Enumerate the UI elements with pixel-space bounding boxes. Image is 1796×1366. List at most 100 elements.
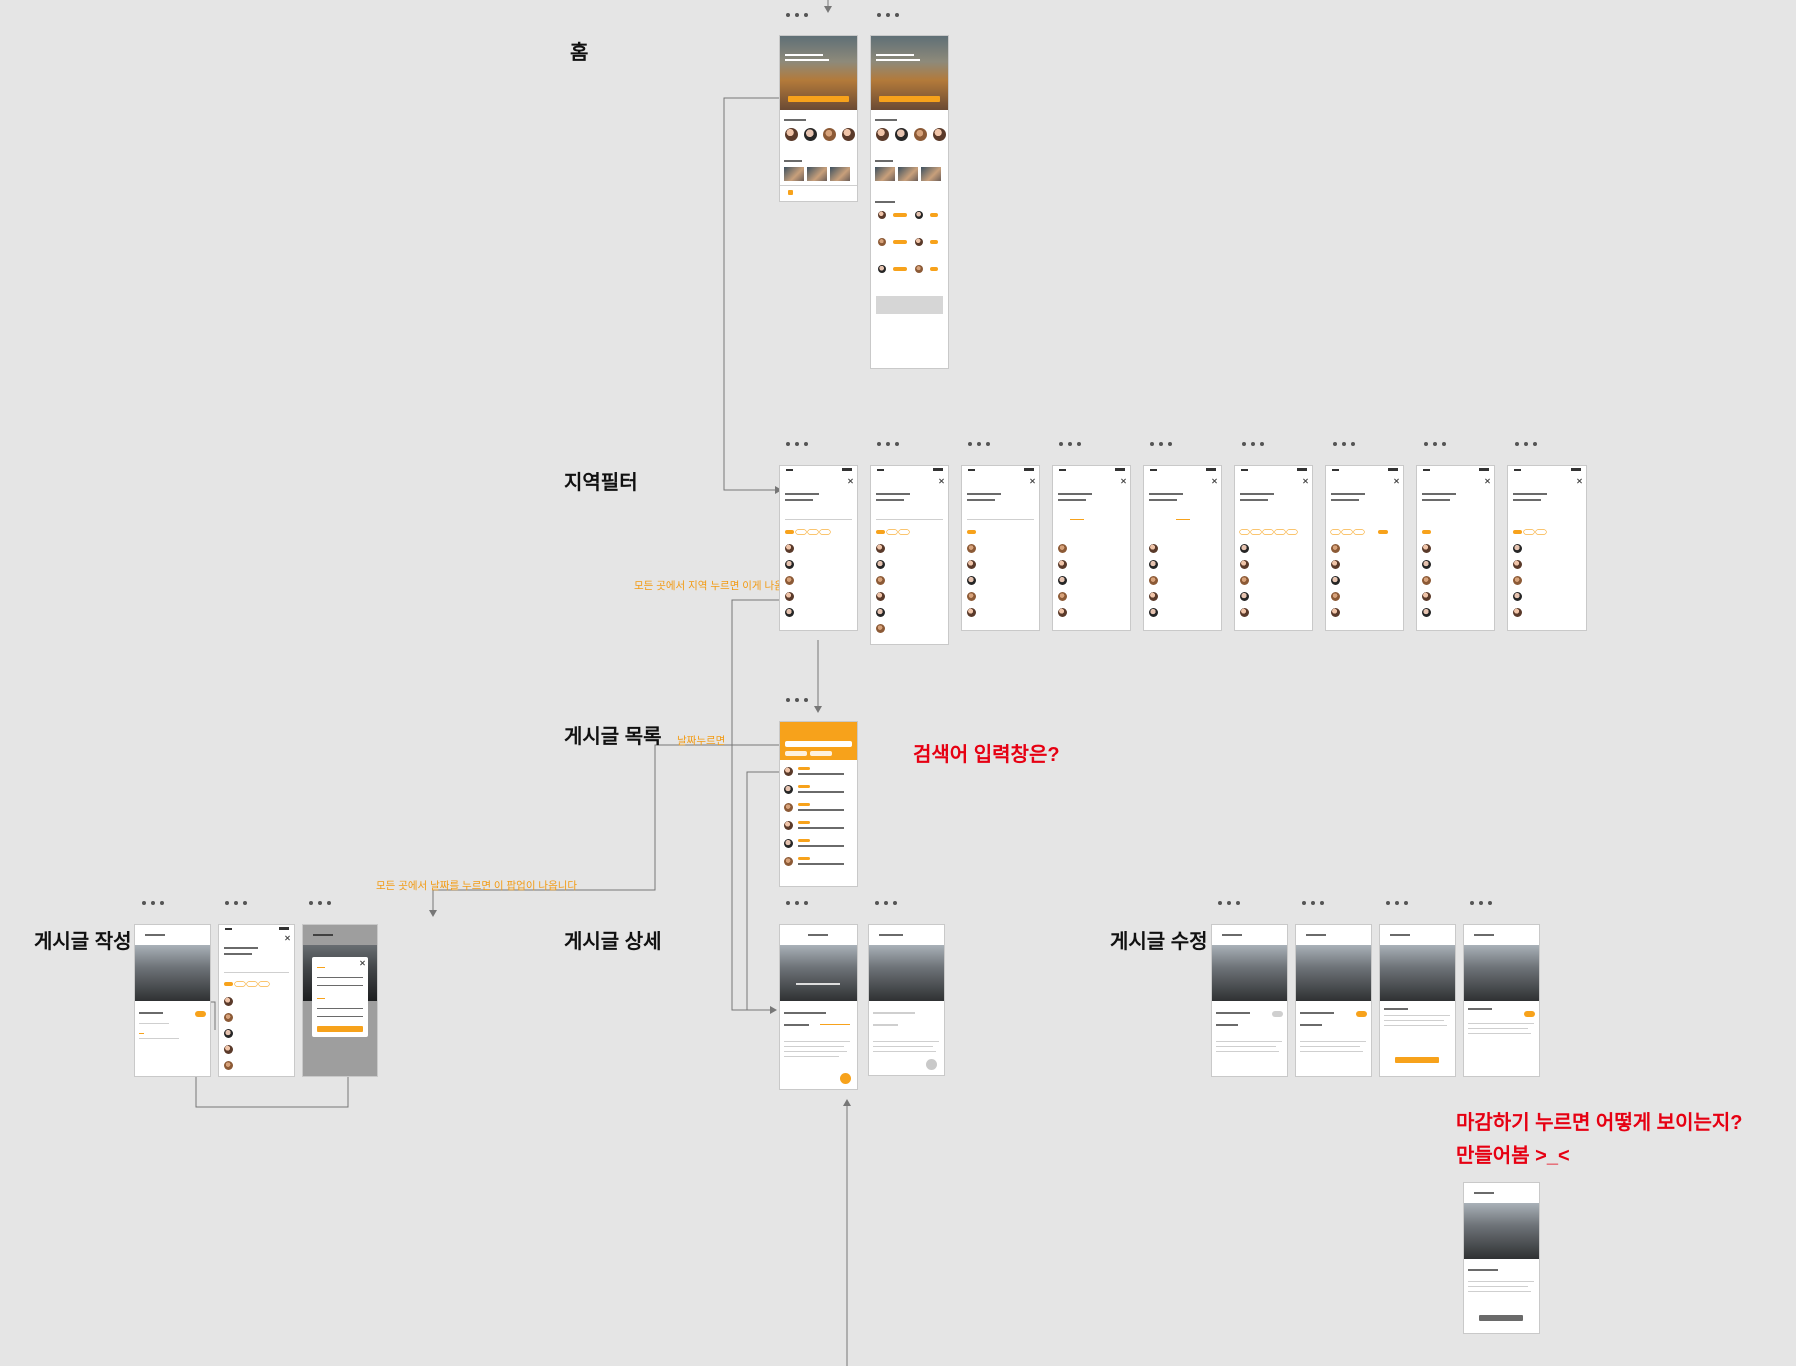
toggle-icon[interactable]: [1524, 1011, 1535, 1017]
avatar[interactable]: [804, 128, 817, 141]
section-title-post-edit: 게시글 수정: [1110, 931, 1208, 953]
region-filter-frame[interactable]: [780, 466, 857, 630]
connector-write-to-region: [210, 1001, 216, 1030]
recommended-thumb[interactable]: [807, 167, 827, 181]
close-icon[interactable]: [1484, 478, 1490, 484]
home-screen-frame[interactable]: [780, 36, 857, 201]
annotation-region: 모든 곳에서 지역 누르면 이게 나옴: [634, 580, 784, 592]
detail-hero-image: [780, 945, 857, 1001]
section-title-post-list: 게시글 목록: [564, 726, 662, 748]
close-icon[interactable]: [1029, 478, 1035, 484]
search-input[interactable]: [785, 741, 852, 747]
region-filter-frame[interactable]: [1053, 466, 1130, 630]
region-filter-frame[interactable]: [1326, 466, 1403, 630]
more-dots-icon[interactable]: [1059, 442, 1081, 446]
more-dots-icon[interactable]: [1470, 901, 1492, 905]
home-screen-long-frame[interactable]: [871, 36, 948, 368]
connector-list-to-date-popup: [432, 744, 779, 912]
post-edit-frame[interactable]: [1380, 925, 1455, 1076]
avatar[interactable]: [895, 128, 908, 141]
closed-post-frame[interactable]: [1464, 1183, 1539, 1333]
close-icon[interactable]: [1393, 478, 1399, 484]
post-edit-frame[interactable]: [1464, 925, 1539, 1076]
post-write-frame[interactable]: [135, 925, 210, 1076]
recommended-thumb[interactable]: [784, 167, 804, 181]
more-dots-icon[interactable]: [1424, 442, 1446, 446]
avatar[interactable]: [842, 128, 855, 141]
toggle-icon[interactable]: [1356, 1011, 1367, 1017]
avatar[interactable]: [914, 128, 927, 141]
detail-hero-image: [869, 945, 944, 1001]
annotation-close-question: 마감하기 누르면 어떻게 보이는지?: [1456, 1112, 1743, 1134]
toggle-icon[interactable]: [1272, 1011, 1283, 1017]
post-edit-frame[interactable]: [1212, 925, 1287, 1076]
region-filter-frame[interactable]: [962, 466, 1039, 630]
avatar[interactable]: [785, 128, 798, 141]
close-icon[interactable]: [1576, 478, 1582, 484]
more-dots-icon[interactable]: [142, 901, 164, 905]
recommended-thumb[interactable]: [830, 167, 850, 181]
write-hero-image: [135, 945, 210, 1001]
region-filter-frame[interactable]: [871, 466, 948, 644]
more-dots-icon[interactable]: [1302, 901, 1324, 905]
date-pill[interactable]: [810, 751, 832, 756]
avatar[interactable]: [876, 128, 889, 141]
close-icon[interactable]: [847, 478, 853, 484]
section-title-post-detail: 게시글 상세: [564, 931, 662, 953]
close-icon[interactable]: [1302, 478, 1308, 484]
more-dots-icon[interactable]: [786, 442, 808, 446]
more-dots-icon[interactable]: [875, 901, 897, 905]
close-icon[interactable]: [359, 960, 365, 966]
annotation-search-question: 검색어 입력창은?: [913, 744, 1060, 766]
connector-home-to-filter: [723, 97, 780, 491]
more-dots-icon[interactable]: [786, 698, 808, 702]
post-detail-frame[interactable]: [869, 925, 944, 1075]
more-dots-icon[interactable]: [1515, 442, 1537, 446]
cta-button[interactable]: [788, 96, 849, 102]
more-dots-icon[interactable]: [1150, 442, 1172, 446]
post-detail-frame[interactable]: [780, 925, 857, 1089]
recommended-thumb[interactable]: [898, 167, 918, 181]
date-picker-popup[interactable]: [312, 957, 368, 1037]
more-dots-icon[interactable]: [1333, 442, 1355, 446]
more-dots-icon[interactable]: [309, 901, 331, 905]
more-dots-icon[interactable]: [225, 901, 247, 905]
save-button[interactable]: [1395, 1057, 1439, 1063]
more-dots-icon[interactable]: [1242, 442, 1264, 446]
home-tab-icon[interactable]: [788, 190, 793, 195]
avatar[interactable]: [823, 128, 836, 141]
more-dots-icon[interactable]: [786, 901, 808, 905]
more-dots-icon[interactable]: [877, 442, 899, 446]
more-dots-icon[interactable]: [1218, 901, 1240, 905]
region-filter-frame[interactable]: [1417, 466, 1494, 630]
connector-list-to-detail: [746, 771, 779, 1010]
recommended-thumb[interactable]: [875, 167, 895, 181]
region-filter-frame[interactable]: [1235, 466, 1312, 630]
write-region-frame[interactable]: [219, 925, 294, 1076]
more-dots-icon[interactable]: [877, 13, 899, 17]
close-icon[interactable]: [284, 935, 290, 941]
close-icon[interactable]: [1120, 478, 1126, 484]
close-icon[interactable]: [938, 478, 944, 484]
write-date-popup-frame[interactable]: [303, 925, 377, 1076]
region-filter-frame[interactable]: [1508, 466, 1586, 630]
more-button[interactable]: [876, 296, 943, 314]
close-icon[interactable]: [1211, 478, 1217, 484]
closed-button[interactable]: [1479, 1315, 1523, 1321]
cta-button[interactable]: [879, 96, 940, 102]
more-dots-icon[interactable]: [968, 442, 990, 446]
toggle-icon[interactable]: [195, 1011, 206, 1017]
more-dots-icon[interactable]: [1386, 901, 1408, 905]
region-filter-frame[interactable]: [1144, 466, 1221, 630]
confirm-button[interactable]: [317, 1026, 363, 1032]
recommended-thumb[interactable]: [921, 167, 941, 181]
post-list-frame[interactable]: [780, 722, 857, 886]
connector-region-to-detail: [731, 599, 779, 1011]
floating-action-icon[interactable]: [840, 1073, 851, 1084]
more-dots-icon[interactable]: [786, 13, 808, 17]
region-pill[interactable]: [785, 751, 807, 756]
post-edit-frame[interactable]: [1296, 925, 1371, 1076]
avatar[interactable]: [933, 128, 946, 141]
floating-action-icon[interactable]: [926, 1059, 937, 1070]
